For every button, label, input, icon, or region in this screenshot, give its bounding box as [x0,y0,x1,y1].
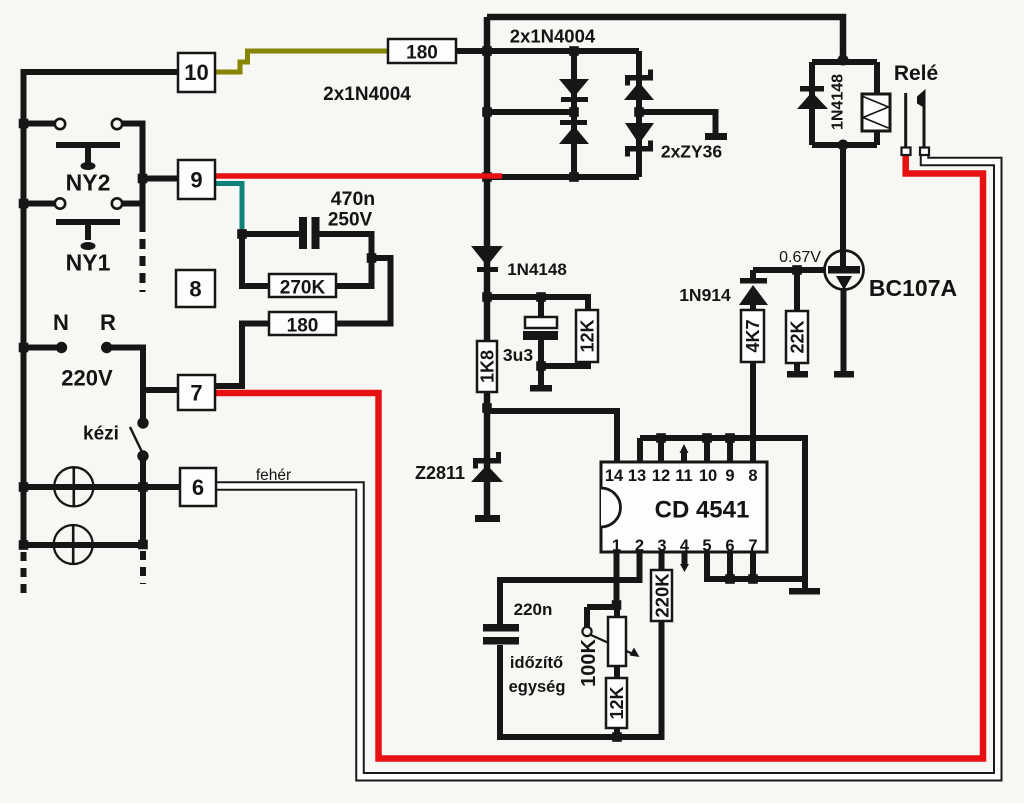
svg-text:fehér: fehér [256,467,291,484]
svg-text:12K: 12K [607,686,627,719]
svg-text:14: 14 [605,467,624,485]
svg-text:8: 8 [748,467,757,485]
svg-text:2xZY36: 2xZY36 [661,142,723,162]
svg-text:100K: 100K [578,639,600,687]
svg-text:7: 7 [748,537,757,555]
svg-text:180: 180 [406,43,438,64]
svg-text:9: 9 [190,168,202,193]
svg-text:11: 11 [675,467,692,485]
svg-text:NY1: NY1 [66,250,111,276]
svg-text:3u3: 3u3 [503,345,533,365]
svg-text:N: N [53,310,69,335]
svg-text:6: 6 [725,537,734,555]
svg-text:3: 3 [657,537,666,555]
svg-text:4K7: 4K7 [743,319,763,352]
svg-text:CD 4541: CD 4541 [655,497,750,524]
svg-text:1: 1 [612,537,621,555]
svg-text:250V: 250V [328,210,373,231]
svg-text:kézi: kézi [83,424,119,445]
svg-text:1N4148: 1N4148 [507,260,567,279]
svg-text:6: 6 [192,475,204,500]
svg-text:22K: 22K [788,320,808,353]
svg-text:1N4148: 1N4148 [830,74,847,130]
svg-text:10: 10 [699,467,717,485]
svg-text:13: 13 [628,467,646,485]
svg-text:2: 2 [635,537,644,555]
svg-text:5: 5 [702,537,711,555]
svg-text:220V: 220V [61,366,113,391]
svg-text:1N914: 1N914 [679,285,731,305]
svg-text:egység: egység [509,678,566,696]
svg-text:0.67V: 0.67V [779,249,821,266]
svg-text:270K: 270K [280,278,326,299]
svg-text:470n: 470n [331,188,375,210]
svg-text:Relé: Relé [894,62,938,85]
svg-text:1K8: 1K8 [478,350,498,383]
svg-text:Z2811: Z2811 [415,463,465,483]
svg-text:7: 7 [190,381,202,406]
svg-text:időzítő: időzítő [510,654,563,672]
svg-text:180: 180 [287,316,319,337]
svg-text:R: R [100,310,116,335]
svg-text:220n: 220n [514,600,553,619]
svg-text:NY2: NY2 [66,170,111,196]
svg-text:2x1N4004: 2x1N4004 [510,26,596,47]
svg-text:9: 9 [725,467,734,485]
svg-text:2x1N4004: 2x1N4004 [323,84,411,105]
svg-text:220K: 220K [652,573,673,618]
svg-text:12K: 12K [578,319,598,352]
svg-text:4: 4 [680,537,690,555]
svg-text:8: 8 [189,277,201,302]
svg-text:10: 10 [184,60,208,85]
svg-text:BC107A: BC107A [869,275,957,301]
svg-text:12: 12 [652,467,670,485]
